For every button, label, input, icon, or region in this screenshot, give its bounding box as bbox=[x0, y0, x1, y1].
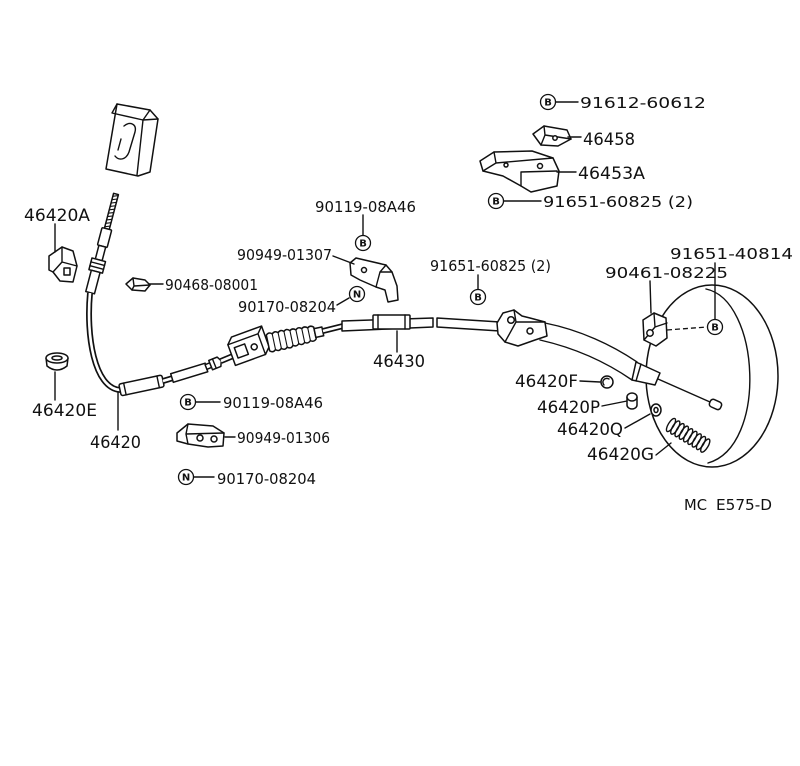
part-label-46420e: 46420E bbox=[32, 401, 97, 421]
clip-dashed-line bbox=[666, 326, 708, 331]
equalizer-block bbox=[227, 325, 270, 367]
part-label-91651-60825-upper: 91651-60825 (2) bbox=[543, 193, 693, 211]
svg-text:B: B bbox=[474, 293, 482, 304]
part-46420a-clip bbox=[48, 246, 78, 283]
marker-n: N bbox=[177, 468, 195, 486]
svg-text:N: N bbox=[353, 290, 361, 301]
diagram-code-prefix: MC bbox=[684, 496, 707, 514]
marker-b: B bbox=[539, 93, 557, 111]
part-label-46458: 46458 bbox=[583, 130, 635, 150]
part-label-90119-08a46-lower: 90119-08A46 bbox=[223, 394, 323, 412]
adjuster-rod bbox=[85, 192, 120, 295]
part-46420q-washer bbox=[650, 403, 662, 417]
svg-text:B: B bbox=[184, 398, 192, 409]
part-label-90461-08225: 90461-08225 bbox=[605, 264, 728, 282]
part-90949-01306-bracket bbox=[176, 423, 225, 448]
part-46420g-spring bbox=[665, 417, 711, 453]
rear-cable bbox=[341, 309, 723, 411]
part-90468-08001-clip bbox=[125, 277, 151, 292]
part-label-91651-40814: 91651-40814 bbox=[670, 245, 793, 263]
part-46458-bracket bbox=[532, 125, 572, 147]
part-label-90468-08001: 90468-08001 bbox=[165, 276, 258, 294]
svg-text:B: B bbox=[492, 197, 500, 208]
part-label-46420p: 46420P bbox=[537, 398, 600, 418]
part-90949-01307-bracket bbox=[349, 257, 399, 303]
circled-markers: B B B N B B B N bbox=[177, 93, 724, 486]
lever-grip bbox=[105, 103, 159, 177]
leader-lines bbox=[54, 101, 716, 478]
part-label-90949-01307: 90949-01307 bbox=[237, 246, 332, 264]
marker-b: B bbox=[487, 192, 505, 210]
part-label-90170-08204-upper: 90170-08204 bbox=[238, 298, 336, 316]
diagram-code: MC E575-D bbox=[684, 496, 772, 514]
diagram-code-number: E575-D bbox=[716, 496, 772, 514]
part-46420p-bushing bbox=[626, 392, 638, 410]
marker-b: B bbox=[706, 318, 724, 336]
svg-text:B: B bbox=[711, 323, 719, 334]
part-label-91612-60612: 91612-60612 bbox=[580, 94, 706, 112]
part-46420e-grommet bbox=[45, 352, 69, 371]
part-46420f-clip bbox=[600, 375, 614, 389]
part-label-90119-08a46-upper: 90119-08A46 bbox=[315, 198, 416, 216]
svg-text:B: B bbox=[359, 239, 367, 250]
cable-boot bbox=[265, 325, 325, 353]
part-label-46420a: 46420A bbox=[24, 206, 90, 226]
part-label-90170-08204-lower: 90170-08204 bbox=[217, 470, 316, 488]
part-label-46420f: 46420F bbox=[515, 372, 578, 392]
cable-bracket bbox=[496, 309, 548, 347]
marker-b: B bbox=[354, 234, 372, 252]
part-label-46420: 46420 bbox=[90, 433, 141, 453]
part-labels: 91612-60612 46458 46453A 91651-60825 (2)… bbox=[24, 94, 793, 488]
marker-b: B bbox=[469, 288, 487, 306]
part-label-91651-60825-lower: 91651-60825 (2) bbox=[430, 257, 551, 275]
part-label-90949-01306: 90949-01306 bbox=[237, 429, 330, 447]
part-46453a-bracket bbox=[479, 150, 560, 193]
part-label-46453a: 46453A bbox=[578, 164, 645, 184]
marker-n: N bbox=[348, 285, 366, 303]
marker-b: B bbox=[179, 393, 197, 411]
backing-plate bbox=[645, 284, 779, 468]
svg-text:B: B bbox=[544, 98, 552, 109]
part-label-46430: 46430 bbox=[373, 352, 425, 372]
part-label-46420g: 46420G bbox=[587, 445, 654, 465]
svg-text:N: N bbox=[182, 473, 190, 484]
part-label-46420q: 46420Q bbox=[557, 420, 623, 440]
plate-clip bbox=[642, 312, 668, 347]
front-cable bbox=[86, 292, 344, 397]
